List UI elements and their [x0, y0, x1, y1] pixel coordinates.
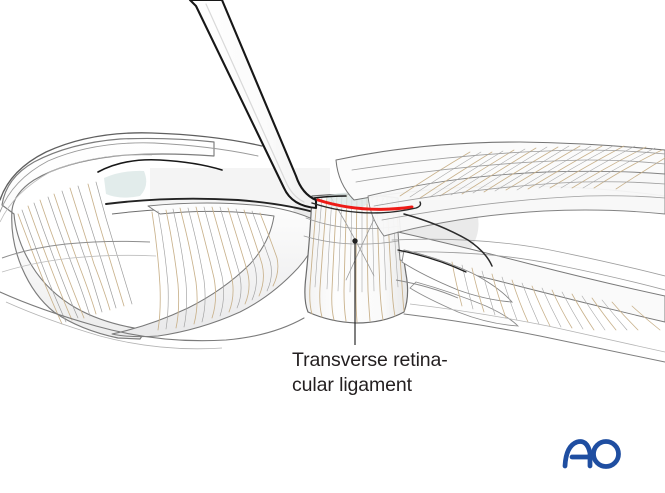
ao-logo [562, 439, 621, 469]
hood-longitudinal-sweeps [351, 149, 665, 291]
leader-line-group [352, 238, 358, 345]
instrument-tip [313, 195, 347, 199]
incision-line [316, 198, 414, 211]
hood-fibers-lower [451, 261, 661, 331]
distal-phalanx-segment [0, 132, 263, 340]
hood-lower-contour-2 [409, 303, 665, 353]
instrument-highlight [205, 3, 305, 203]
hood-fenestration-left [401, 249, 514, 303]
leader-dot [352, 238, 358, 244]
dark-bridge-stroke [403, 213, 493, 267]
hood-fenestration-right [409, 281, 520, 327]
dark-shelf-stroke [105, 197, 321, 215]
lateral-band-body [111, 202, 323, 338]
distal-fiber-bundle [17, 183, 125, 325]
ao-logo-letter-o [591, 439, 621, 469]
bridge-stroke-3 [395, 279, 459, 299]
ao-logo-letter-a [562, 439, 593, 469]
mid-fiber-bundle-grey [157, 206, 272, 330]
distal-inner-edge [1, 240, 151, 259]
distal-tendon-outline [1, 137, 215, 340]
hood-fibers-lower-grey [461, 264, 628, 331]
central-bridge-detail [395, 213, 493, 299]
bone-tint-patch [104, 170, 147, 198]
dark-bridge-stroke-2 [397, 249, 467, 273]
distal-fiber-bundle-grey [21, 181, 133, 323]
lateral-band-segment [0, 197, 323, 350]
hood-lower-contour [403, 313, 665, 363]
extensor-dorsal-ridge [0, 132, 263, 201]
dark-accent-stroke-upper [97, 158, 223, 173]
volar-contour [0, 291, 305, 342]
extensor-ridge-tertiary [0, 154, 153, 223]
incision-underline-contour [311, 201, 422, 214]
distal-inner-edge-2 [1, 254, 157, 273]
extensor-hood-segment [335, 141, 665, 363]
incision-marker-group [311, 198, 422, 214]
mid-fiber-bundle [151, 206, 279, 331]
central-slip-sheet [367, 170, 665, 237]
extensor-ridge-secondary [0, 142, 259, 213]
volar-contour-2 [5, 301, 223, 350]
